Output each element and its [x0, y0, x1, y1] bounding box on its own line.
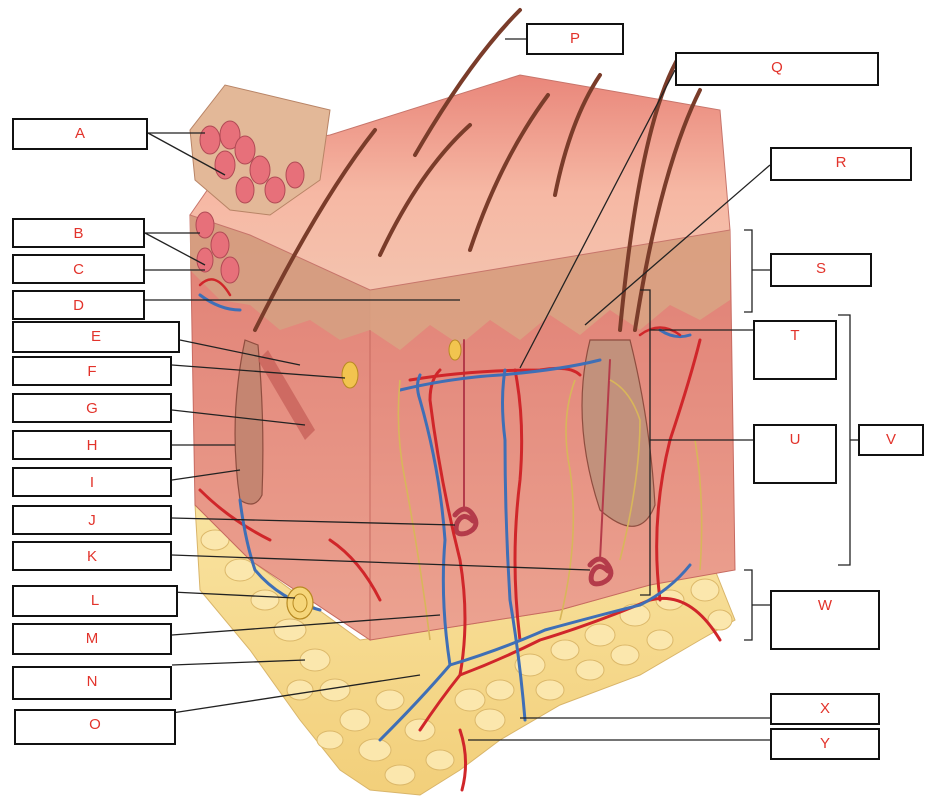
label-v-text: V [886, 432, 896, 447]
label-box-u[interactable]: U [753, 424, 837, 484]
label-box-f[interactable]: F [12, 356, 172, 386]
label-c-text: C [73, 262, 84, 277]
label-s-text: S [816, 261, 826, 276]
label-box-v[interactable]: V [858, 424, 924, 456]
label-r-text: R [836, 155, 847, 170]
label-box-g[interactable]: G [12, 393, 172, 423]
label-box-c[interactable]: C [12, 254, 145, 284]
label-t-text: T [790, 328, 799, 343]
label-box-k[interactable]: K [12, 541, 172, 571]
label-e-text: E [91, 329, 101, 344]
label-j-text: J [88, 513, 96, 528]
label-a-text: A [75, 126, 85, 141]
label-u-text: U [790, 432, 801, 447]
label-n-text: N [87, 674, 98, 689]
label-box-y[interactable]: Y [770, 728, 880, 760]
label-box-r[interactable]: R [770, 147, 912, 181]
label-box-m[interactable]: M [12, 623, 172, 655]
label-o-text: O [89, 717, 101, 732]
label-box-x[interactable]: X [770, 693, 880, 725]
label-b-text: B [73, 226, 83, 241]
label-box-d[interactable]: D [12, 290, 145, 320]
label-box-a[interactable]: A [12, 118, 148, 150]
label-i-text: I [90, 475, 94, 490]
label-q-text: Q [771, 60, 783, 75]
label-box-l[interactable]: L [12, 585, 178, 617]
label-m-text: M [86, 631, 99, 646]
label-box-w[interactable]: W [770, 590, 880, 650]
label-d-text: D [73, 298, 84, 313]
label-box-q[interactable]: Q [675, 52, 879, 86]
label-box-b[interactable]: B [12, 218, 145, 248]
label-box-p[interactable]: P [526, 23, 624, 55]
label-f-text: F [87, 364, 96, 379]
label-box-o[interactable]: O [14, 709, 176, 745]
label-w-text: W [818, 598, 832, 613]
label-x-text: X [820, 701, 830, 716]
label-y-text: Y [820, 736, 830, 751]
label-box-n[interactable]: N [12, 666, 172, 700]
label-box-e[interactable]: E [12, 321, 180, 353]
label-box-i[interactable]: I [12, 467, 172, 497]
label-p-text: P [570, 31, 580, 46]
label-g-text: G [86, 401, 98, 416]
label-box-h[interactable]: H [12, 430, 172, 460]
label-l-text: L [91, 593, 99, 608]
label-box-j[interactable]: J [12, 505, 172, 535]
label-box-s[interactable]: S [770, 253, 872, 287]
label-box-t[interactable]: T [753, 320, 837, 380]
label-h-text: H [87, 438, 98, 453]
label-k-text: K [87, 549, 97, 564]
